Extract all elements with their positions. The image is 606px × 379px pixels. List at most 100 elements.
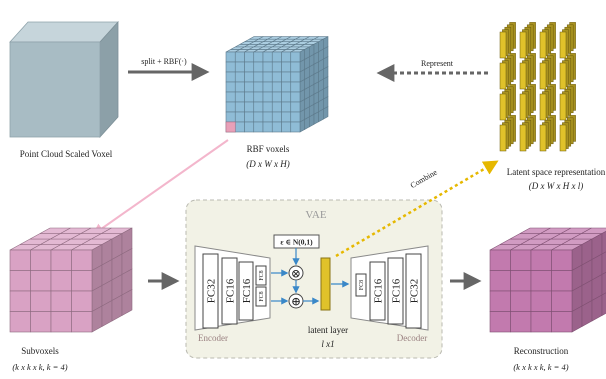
point-cloud-label: Point Cloud Scaled Voxel — [20, 149, 113, 159]
cube-front-cell — [253, 91, 264, 103]
fc-layer-box — [405, 253, 422, 329]
cube-side-cell — [601, 251, 606, 276]
cube-front-cell — [510, 249, 532, 271]
cube-front-cell — [281, 61, 292, 73]
multiply-symbol: ⊗ — [291, 267, 301, 281]
combine-arrow-label: Combine — [409, 167, 439, 190]
cube-front-cell — [281, 51, 292, 63]
cube-front-cell — [30, 270, 52, 292]
cube-front-cell — [234, 91, 245, 103]
cube-front-cell — [234, 121, 245, 133]
latent-bar — [539, 31, 547, 59]
cube-front-cell — [234, 61, 245, 73]
latent-space-label: Latent space representation — [507, 167, 606, 177]
cube-front-cell — [253, 121, 264, 133]
latent-dims-label: (D x W x H x l) — [529, 181, 583, 191]
cube-front-cell — [290, 61, 301, 73]
cube-front-cell — [530, 249, 552, 271]
fc-layer-box — [355, 273, 367, 297]
fc-layer-box — [238, 261, 254, 321]
cube-front-cell — [262, 111, 273, 123]
cube-front-cell — [244, 111, 255, 123]
cube-front-cell — [271, 61, 282, 73]
cube-front-cell — [290, 121, 301, 133]
cube-front-cell — [290, 111, 301, 123]
cube-front-cell — [253, 101, 264, 113]
cube-side-cell — [313, 111, 319, 125]
rbf-dims-label: (D x W x H) — [246, 159, 289, 169]
cube-front-cell — [244, 121, 255, 133]
cube-front-cell — [271, 91, 282, 103]
cube-front-cell — [225, 91, 236, 103]
reconstruction-dims-label: (k x k x k, k = 4) — [513, 362, 568, 372]
latent-bar — [539, 62, 547, 90]
fc-layer-box — [255, 286, 267, 307]
cube-front-cell — [30, 249, 52, 271]
cube-front-cell — [262, 61, 273, 73]
rbf-voxels-label: RBF voxels — [247, 144, 290, 154]
cube-front-cell — [290, 71, 301, 83]
cube-front-cell — [262, 121, 273, 133]
cube-front-cell — [290, 101, 301, 113]
cube-front-cell — [281, 101, 292, 113]
cube-front-cell — [9, 290, 31, 312]
selected-subvoxel — [225, 121, 236, 133]
cube-front-cell — [225, 51, 236, 63]
cube-front-cell — [489, 290, 511, 312]
cube-front-cell — [253, 81, 264, 93]
fc-layer-box — [202, 253, 219, 329]
represent-arrow-label: Represent — [421, 59, 454, 68]
latent-bar — [519, 62, 527, 90]
fc-layer-box — [255, 265, 267, 286]
encoder-label: Encoder — [198, 333, 228, 343]
cube-front-cell — [225, 71, 236, 83]
rbf-voxel-grid — [225, 36, 329, 133]
cube-front-cell — [551, 290, 573, 312]
cube-front-cell — [290, 91, 301, 103]
cube-side-cell — [601, 230, 606, 255]
split-arrow-label: split + RBF(·) — [141, 57, 187, 66]
subvoxel-cube-grid — [9, 227, 133, 333]
cube-front-cell — [71, 270, 93, 292]
cube-front-cell — [262, 71, 273, 83]
scaled-voxel-cube — [9, 20, 119, 139]
cube-front-cell — [271, 121, 282, 133]
fc-layer-label: FC8 — [359, 280, 365, 290]
cube-front-cell — [281, 81, 292, 93]
cube-front-cell — [281, 71, 292, 83]
latent-bar — [539, 124, 547, 152]
latent-layer-bar — [320, 257, 331, 311]
latent-bar — [519, 31, 527, 59]
subdivide-arrow — [92, 139, 229, 236]
fc-layer-box — [221, 257, 238, 325]
fc-layer-box — [387, 257, 404, 325]
cube-front-cell — [234, 101, 245, 113]
cube-front-cell — [253, 61, 264, 73]
cube-front-cell — [234, 111, 245, 123]
cube-front-cell — [262, 101, 273, 113]
cube-front-cell — [244, 81, 255, 93]
latent-bar — [519, 93, 527, 121]
cube-front-cell — [225, 111, 236, 123]
cube-front-cell — [551, 249, 573, 271]
latent-bar — [499, 62, 507, 90]
cube-front-cell — [290, 81, 301, 93]
fc-layer-label: FC16 — [372, 278, 384, 303]
fc-layer-label: FC16 — [224, 278, 236, 303]
latent-space-grid — [499, 22, 576, 152]
cube-top-cell — [581, 227, 606, 234]
fc-layer-label: FC8 — [259, 270, 265, 280]
cube-front-cell — [281, 91, 292, 103]
cube-front-cell — [510, 311, 532, 333]
cube-front-cell — [271, 51, 282, 63]
noise-label: ε ∈ N(0,1) — [280, 238, 313, 247]
latent-bar — [559, 31, 567, 59]
fc-layer-label: FC32 — [205, 279, 217, 303]
cube-front-cell — [253, 111, 264, 123]
cube-front-cell — [271, 101, 282, 113]
fc-layer-label: FC16 — [241, 278, 253, 303]
latent-bar — [559, 93, 567, 121]
cube-side-cell — [601, 292, 606, 317]
